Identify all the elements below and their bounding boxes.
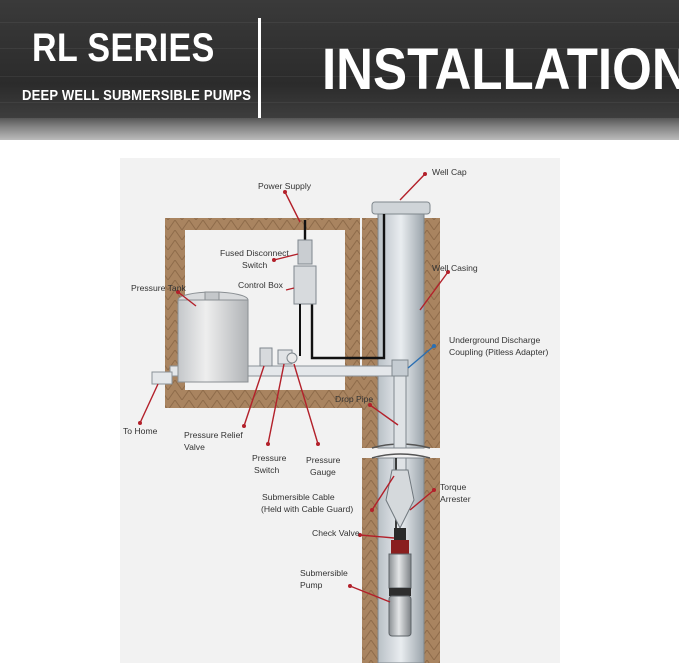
- label-switch-2: Switch: [254, 465, 280, 475]
- label-pump-2: Pump: [300, 580, 323, 590]
- drop-pipe-upper: [393, 367, 407, 449]
- label-well-casing: Well Casing: [432, 263, 478, 273]
- pointer-well-casing: [419, 271, 449, 311]
- header-divider: [258, 18, 261, 118]
- label-control-box: Control Box: [238, 280, 284, 290]
- pump-motor: [388, 595, 412, 637]
- torque-arrester: [385, 469, 415, 530]
- label-gauge-1: Pressure: [306, 455, 341, 465]
- pointer-dots: [138, 172, 450, 588]
- wood-grain: [0, 76, 679, 77]
- pointer-pressure-gauge: [293, 363, 319, 445]
- pointer-drop-pipe: [369, 404, 399, 426]
- label-drop-pipe: Drop Pipe: [335, 394, 373, 404]
- to-home-pipe: [151, 371, 173, 385]
- section-title: INSTALLATION: [322, 37, 679, 102]
- label-cable-1: Submersible Cable: [262, 492, 335, 502]
- label-relief-1: Pressure Relief: [184, 430, 243, 440]
- wood-grain: [0, 102, 679, 103]
- label-torque-2: Arrester: [440, 494, 471, 504]
- pointer-pressure-tank: [177, 291, 197, 307]
- pointer-pitless: [407, 345, 435, 369]
- pitless-adapter: [391, 359, 409, 377]
- pointer-control-box: [285, 287, 295, 291]
- pointer-to-home: [139, 383, 159, 424]
- tank-valve: [204, 291, 220, 301]
- pointer-fused-disconnect: [273, 253, 299, 261]
- control-box: [293, 265, 317, 305]
- wood-grain: [0, 22, 679, 23]
- label-well-cap: Well Cap: [432, 167, 467, 177]
- series-title: RL SERIES: [32, 26, 215, 70]
- wood-grain: [0, 48, 679, 49]
- label-power-supply: Power Supply: [258, 181, 312, 191]
- label-check-valve: Check Valve: [312, 528, 360, 538]
- label-pitless-2: Coupling (Pitless Adapter): [449, 347, 548, 357]
- label-torque-1: Torque: [440, 482, 466, 492]
- label-cable-2: (Held with Cable Guard): [261, 504, 353, 514]
- header-banner: RL SERIES DEEP WELL SUBMERSIBLE PUMPS IN…: [0, 0, 679, 140]
- label-pressure-tank: Pressure Tank: [131, 283, 186, 293]
- pointer-power-supply: [284, 191, 301, 223]
- wood-edge: [0, 118, 679, 140]
- label-relief-2: Valve: [184, 442, 205, 452]
- fused-disconnect: [297, 239, 313, 265]
- pointer-pressure-switch: [267, 363, 285, 445]
- pointer-relief-valve: [243, 365, 265, 427]
- electrical-cable: [310, 214, 386, 360]
- pointer-lines: [139, 173, 449, 603]
- pointer-torque-arrester: [409, 489, 435, 511]
- pointer-check-valve: [359, 534, 395, 539]
- pressure-gauge: [286, 352, 298, 364]
- label-gauge-2: Gauge: [310, 467, 336, 477]
- pressure-tank: [177, 299, 249, 383]
- series-subtitle: DEEP WELL SUBMERSIBLE PUMPS: [22, 88, 252, 104]
- installation-diagram: Power Supply Well Cap Fused Disconnect S…: [120, 158, 560, 663]
- label-fused-disconnect-1: Fused Disconnect: [220, 248, 289, 258]
- pointer-pitless-dot: [432, 344, 436, 348]
- pressure-relief-valve: [259, 347, 273, 367]
- casing-break-bottom: [371, 453, 431, 459]
- label-to-home: To Home: [123, 426, 158, 436]
- pump-body: [388, 553, 412, 589]
- pump-intake: [389, 588, 411, 596]
- label-pitless-1: Underground Discharge: [449, 335, 540, 345]
- pump-discharge: [391, 540, 409, 554]
- label-pump-1: Submersible: [300, 568, 348, 578]
- label-switch-1: Pressure: [252, 453, 287, 463]
- check-valve: [394, 528, 406, 540]
- label-fused-disconnect-2: Switch: [242, 260, 268, 270]
- pointer-cable: [371, 475, 395, 511]
- well-cap: [371, 201, 431, 215]
- pointer-pump: [349, 585, 391, 603]
- pointer-well-cap: [399, 173, 426, 201]
